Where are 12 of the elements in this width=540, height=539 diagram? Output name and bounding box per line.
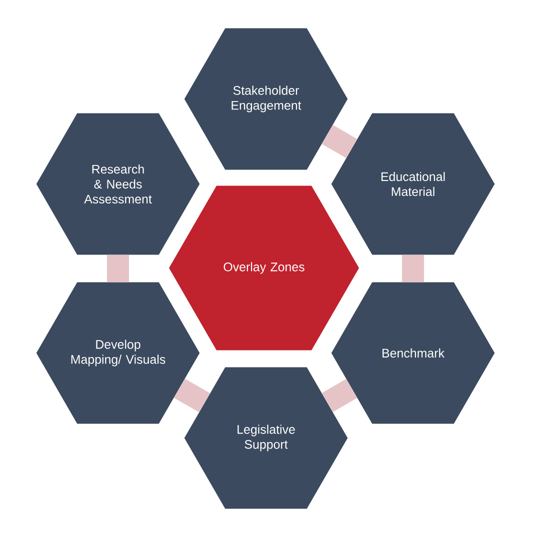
connector-band xyxy=(107,254,130,282)
connector-band xyxy=(174,378,210,412)
hexagon: Educational Material xyxy=(331,113,495,255)
hexagon: Legislative Support xyxy=(184,367,348,509)
hexagon: Develop Mapping/ Visuals xyxy=(36,282,200,424)
connector-band xyxy=(322,124,358,158)
hexagon: Benchmark xyxy=(331,282,495,424)
hexagon: Overlay Zones xyxy=(169,186,359,350)
connector-band xyxy=(322,378,358,412)
hexagon: Research & Needs Assessment xyxy=(36,113,200,255)
connector-band xyxy=(402,254,424,282)
hexagon: Stakeholder Engagement xyxy=(184,28,348,170)
